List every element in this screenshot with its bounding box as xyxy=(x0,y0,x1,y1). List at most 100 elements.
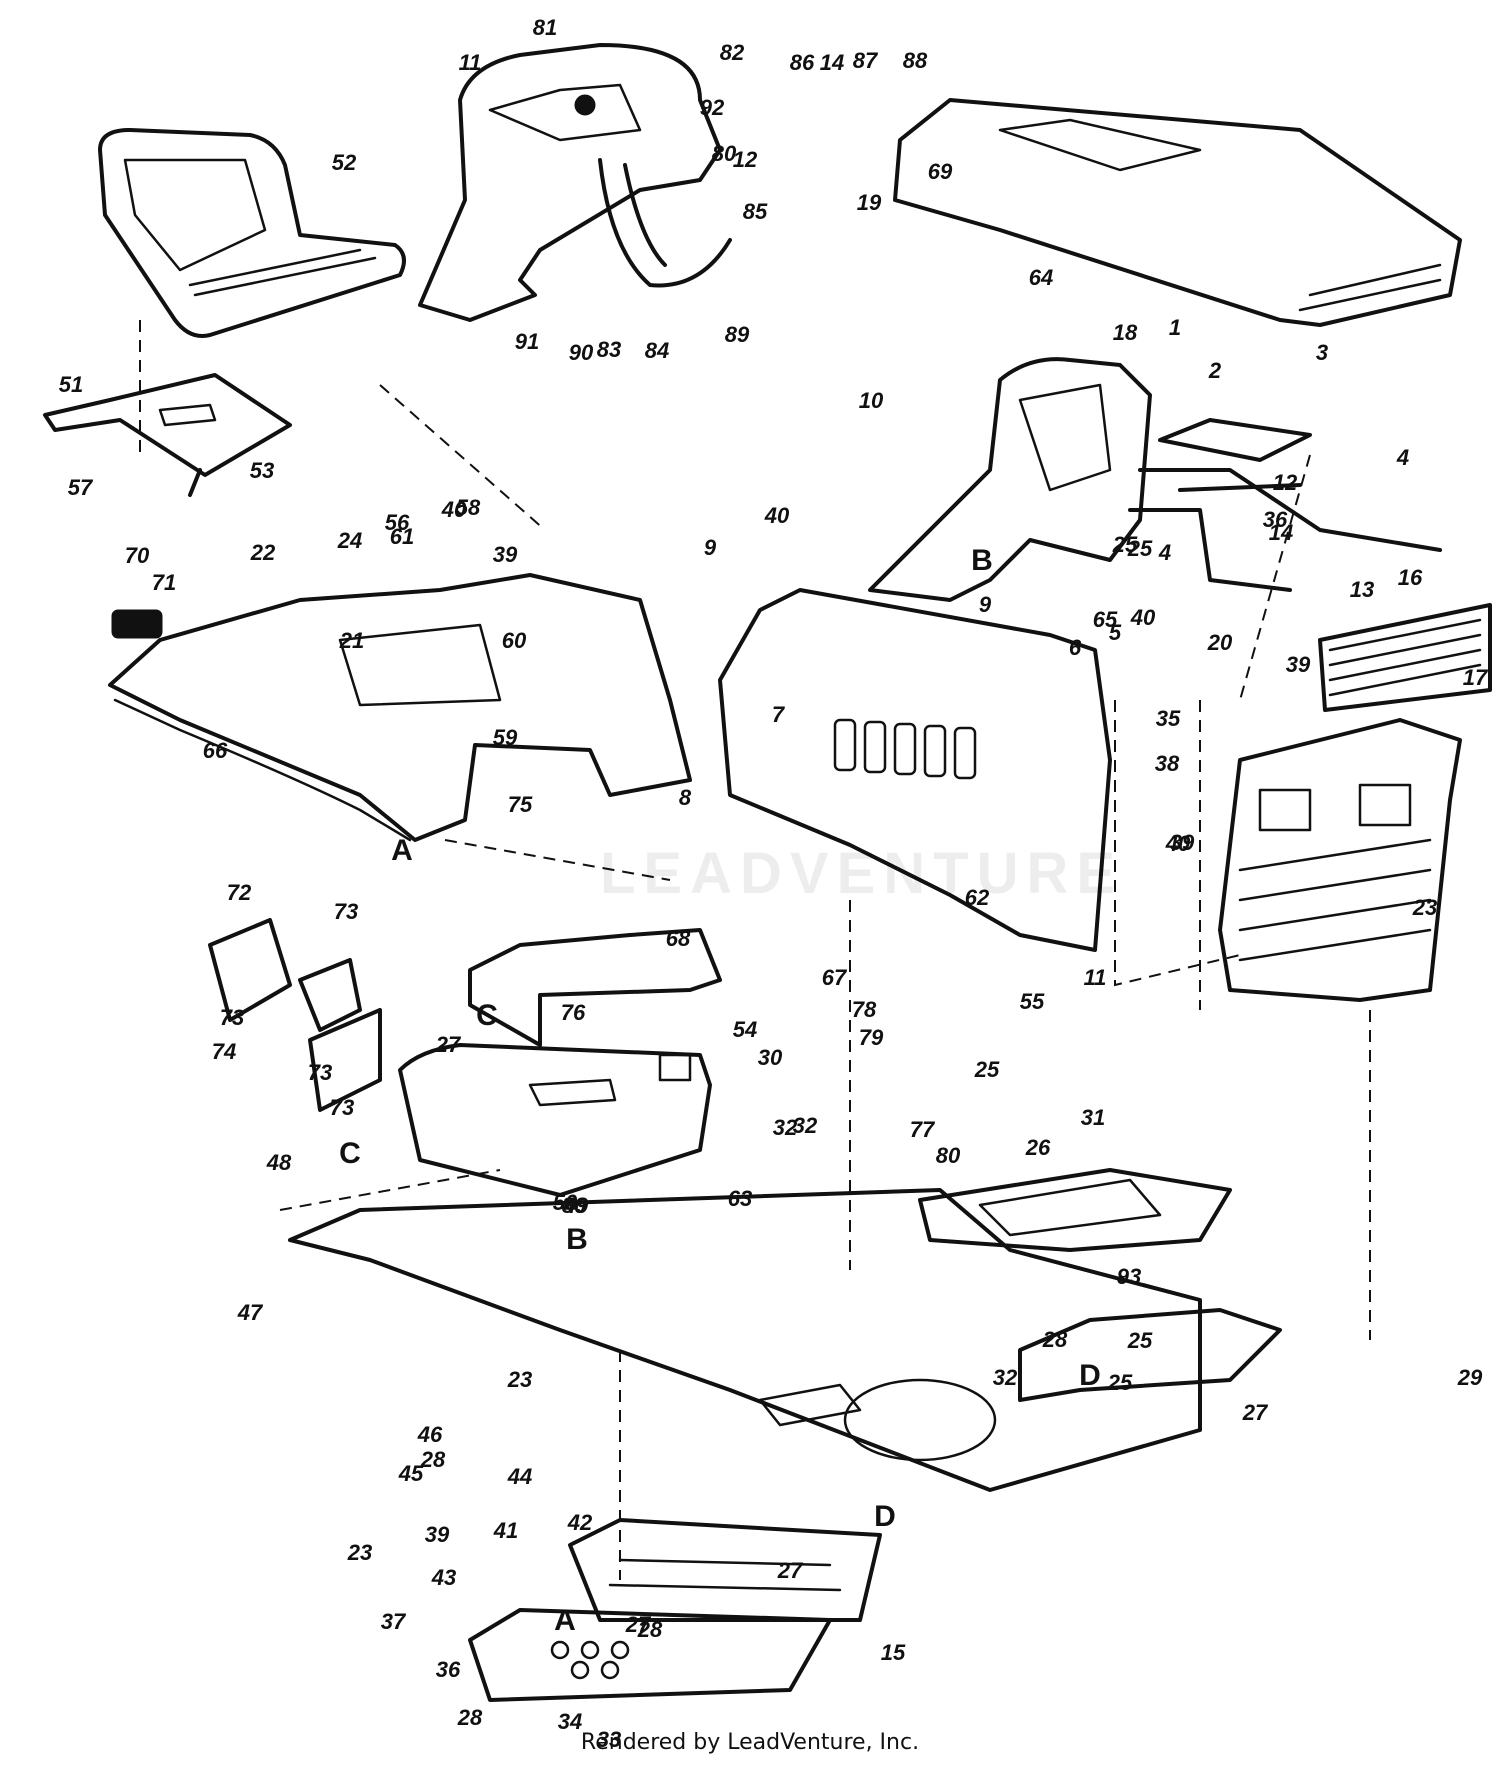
part-callout-28: 28 xyxy=(637,1617,663,1642)
part-callout-90: 90 xyxy=(569,340,594,365)
part-callout-15: 15 xyxy=(881,1640,906,1665)
hood-bracket xyxy=(1128,418,1442,592)
gas-tank xyxy=(398,1043,712,1197)
part-callout-70: 70 xyxy=(125,543,150,568)
part-callout-91: 91 xyxy=(515,329,539,354)
part-callout-66: 66 xyxy=(203,738,228,763)
part-callout-45: 45 xyxy=(398,1461,424,1486)
part-callout-6: 6 xyxy=(1069,635,1082,660)
part-callout-25: 25 xyxy=(1107,1370,1133,1395)
part-callout-44: 44 xyxy=(507,1464,532,1489)
part-callout-4: 4 xyxy=(1396,445,1409,470)
part-callout-80: 80 xyxy=(562,1193,587,1218)
part-callout-7: 7 xyxy=(772,702,786,727)
tank-support xyxy=(468,928,722,1047)
part-callout-29: 29 xyxy=(1457,1365,1483,1390)
callout-layer: 1234456789910111112121314141516171819202… xyxy=(59,15,1489,1752)
part-callout-60: 60 xyxy=(502,628,527,653)
part-callout-32: 32 xyxy=(773,1115,798,1140)
part-callout-25: 25 xyxy=(1127,1328,1153,1353)
front-panel xyxy=(718,588,1112,952)
part-callout-43: 43 xyxy=(431,1565,456,1590)
part-callout-17: 17 xyxy=(1463,665,1489,690)
part-callout-48: 48 xyxy=(266,1150,292,1175)
footrest xyxy=(468,1608,832,1702)
step-plate xyxy=(568,1518,882,1622)
part-callout-27: 27 xyxy=(625,1612,652,1637)
part-callout-20: 20 xyxy=(1207,630,1233,655)
part-callout-40: 40 xyxy=(1165,831,1191,856)
part-callout-39: 39 xyxy=(1170,830,1195,855)
part-callout-39: 39 xyxy=(493,542,518,567)
part-callout-9: 9 xyxy=(979,592,992,617)
part-callout-28: 28 xyxy=(457,1705,483,1730)
part-callout-82: 82 xyxy=(720,40,745,65)
part-callout-80: 80 xyxy=(936,1143,961,1168)
part-callout-84: 84 xyxy=(645,338,669,363)
part-callout-26: 26 xyxy=(1025,1135,1051,1160)
part-callout-27: 27 xyxy=(1242,1400,1269,1425)
part-callout-30: 30 xyxy=(758,1045,783,1070)
section-marker-c: C xyxy=(339,1137,361,1170)
part-callout-14: 14 xyxy=(820,50,844,75)
hood xyxy=(893,98,1462,327)
part-callout-28: 28 xyxy=(1042,1327,1068,1352)
part-callout-67: 67 xyxy=(822,965,848,990)
part-callout-9: 9 xyxy=(704,535,717,560)
part-callout-23: 23 xyxy=(347,1540,372,1565)
part-callout-80: 80 xyxy=(712,141,737,166)
part-callout-39: 39 xyxy=(1286,652,1311,677)
part-callout-2: 2 xyxy=(1208,358,1222,383)
part-callout-24: 24 xyxy=(337,528,362,553)
section-marker-a: A xyxy=(391,834,413,867)
part-callout-57: 57 xyxy=(68,475,94,500)
part-callout-33: 33 xyxy=(597,1727,621,1752)
part-callout-39: 39 xyxy=(425,1522,450,1547)
part-callout-1: 1 xyxy=(1169,315,1181,340)
part-callout-31: 31 xyxy=(1081,1105,1105,1130)
part-callout-75: 75 xyxy=(508,792,533,817)
part-callout-62: 62 xyxy=(965,885,990,910)
front-panel-lower xyxy=(1018,1308,1282,1402)
part-callout-12: 12 xyxy=(1273,470,1298,495)
nose-grille xyxy=(1218,718,1462,1002)
section-marker-a: A xyxy=(554,1604,576,1637)
section-marker-d: D xyxy=(1079,1359,1101,1392)
part-callout-92: 92 xyxy=(700,95,725,120)
part-callout-86: 86 xyxy=(790,50,815,75)
part-callout-58: 58 xyxy=(456,495,481,520)
part-callout-81: 81 xyxy=(533,15,557,40)
part-callout-65: 65 xyxy=(1093,607,1118,632)
part-callout-40: 40 xyxy=(441,497,467,522)
part-callout-85: 85 xyxy=(743,199,768,224)
seat-bracket xyxy=(43,373,292,497)
part-callout-19: 19 xyxy=(857,190,882,215)
part-callout-73: 73 xyxy=(334,899,358,924)
dash-panel xyxy=(868,357,1152,602)
part-callout-55: 55 xyxy=(1020,989,1045,1014)
part-callout-71: 71 xyxy=(152,570,176,595)
part-callout-53: 53 xyxy=(250,458,274,483)
part-callout-42: 42 xyxy=(567,1510,593,1535)
part-callout-14: 14 xyxy=(1269,520,1293,545)
part-callout-68: 68 xyxy=(666,926,691,951)
watermark-text: LEADVENTURE xyxy=(600,841,1124,906)
part-callout-46: 46 xyxy=(417,1422,443,1447)
part-callout-40: 40 xyxy=(1130,605,1156,630)
part-callout-32: 32 xyxy=(793,1113,818,1138)
part-callout-11: 11 xyxy=(459,50,482,75)
part-callout-54: 54 xyxy=(733,1017,757,1042)
part-callout-89: 89 xyxy=(725,322,750,347)
part-callout-74: 74 xyxy=(212,1039,236,1064)
part-callout-13: 13 xyxy=(1350,577,1374,602)
part-callout-25: 25 xyxy=(1127,536,1153,561)
control-plates xyxy=(208,918,382,1112)
part-callout-77: 77 xyxy=(910,1117,936,1142)
part-callout-12: 12 xyxy=(733,147,758,172)
part-callout-78: 78 xyxy=(852,997,877,1022)
part-callout-35: 35 xyxy=(1156,706,1181,731)
vent-slots xyxy=(833,718,977,780)
part-callout-23: 23 xyxy=(507,1367,532,1392)
